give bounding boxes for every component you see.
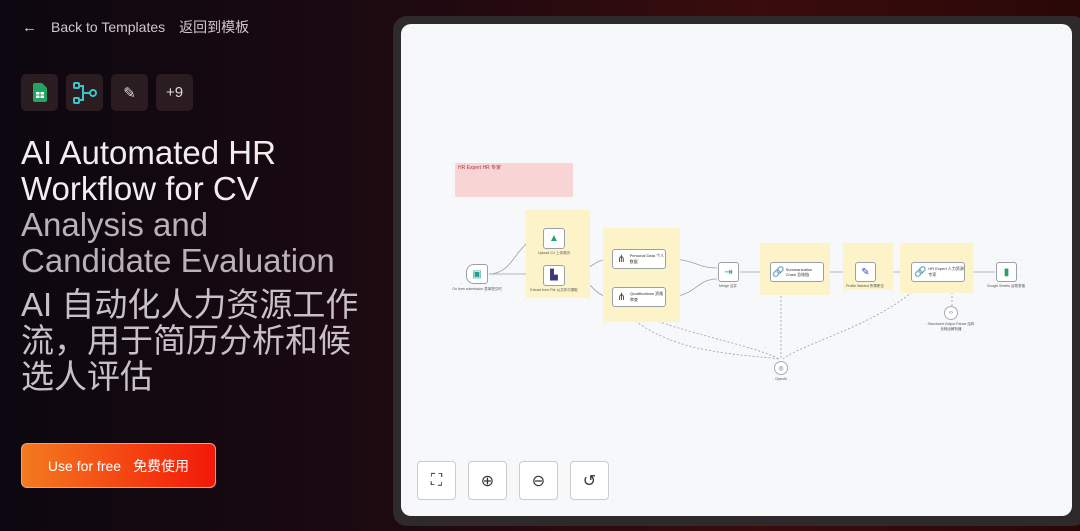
title-line: Workflow for CV [21,170,259,207]
node-label: Extract from File 从文件中提取 [530,288,578,292]
node-google-sheets[interactable]: ▮ [996,262,1017,282]
cta-label-cn: 免费使用 [133,457,190,474]
title-line: Analysis and [21,206,209,243]
more-integrations-count: +9 [156,74,193,111]
google-sheets-icon [21,74,58,111]
title-line: Candidate Evaluation [21,242,335,279]
page-title: AI Automated HR Workflow for CV Analysis… [21,135,361,279]
reset-icon: ↺ [582,472,597,490]
back-label: Back to Templates [51,19,166,35]
sticky-note-hr-expert[interactable]: HR Expert HR 专家 [455,163,573,197]
node-label: Upload CV 上传简历 [538,251,570,255]
node-personal-data[interactable]: ⋔Personal Data 个人数据 [612,249,666,269]
workflow-branch-icon [66,74,103,111]
node-label: Profile Wanted 所需职位 [846,284,884,288]
zoom-in-button[interactable]: ⊕ [468,461,507,500]
sticky-note[interactable] [603,228,680,322]
node-label: Merge 合并 [719,284,737,288]
back-to-templates-link[interactable]: ← Back to Templates 返回到模板 [22,17,249,37]
node-title: Personal Data 个人数据 [629,253,665,264]
node-qualifications[interactable]: ⋔Qualifications 资格审查 [612,287,666,307]
arrow-left-icon: ← [22,18,37,36]
node-extract[interactable]: ▙ [543,265,565,286]
back-label-cn: 返回到模板 [179,19,250,35]
integration-icons: ✎ +9 [21,74,193,111]
node-label: Structured Output Parser 结构化输出解析器 [927,322,975,331]
page-title-cn: AI 自动化人力资源工作流，用于简历分析和候选人评估 [21,286,359,395]
fit-view-icon: ⛶ [430,471,443,489]
node-profile-wanted[interactable]: ✎ [855,262,876,282]
use-for-free-button[interactable]: Use for free 免费使用 [21,443,216,488]
node-hr-expert[interactable]: 🔗HR Expert 人力资源专家 [911,262,965,282]
fit-view-button[interactable]: ⛶ [417,461,456,500]
pencil-icon: ✎ [111,74,148,111]
node-summarization[interactable]: 🔗Summarization Chain 总结链 [770,262,824,282]
node-title: HR Expert 人力资源专家 [928,266,964,277]
node-merge[interactable]: ⇥ [718,262,739,282]
node-title: Qualifications 资格审查 [630,291,664,302]
title-line: AI Automated HR [21,134,276,171]
node-openai[interactable]: ◎ [774,361,788,375]
cta-label: Use for free [47,457,122,474]
node-title: Summarization Chain 总结链 [785,266,813,277]
node-label: Google Sheets 谷歌表格 [986,284,1026,288]
sticky-title: HR Expert HR 专家 [458,165,502,171]
reset-button[interactable]: ↺ [570,461,609,500]
node-label: On form submission 表单提交时 [452,287,502,291]
node-upload-cv[interactable]: ▲ [543,228,565,249]
node-label: OpenAI [775,377,787,381]
node-parser[interactable]: ‹› [944,306,958,320]
zoom-in-icon: ⊕ [480,472,495,490]
canvas-controls: ⛶ ⊕ ⊖ ↺ [417,461,609,500]
node-trigger[interactable]: ▣ [466,264,488,284]
workflow-canvas[interactable]: HR Expert HR 专家 ▣ On form submission 表单提… [401,24,1072,516]
zoom-out-button[interactable]: ⊖ [519,461,558,500]
zoom-out-icon: ⊖ [531,472,546,490]
